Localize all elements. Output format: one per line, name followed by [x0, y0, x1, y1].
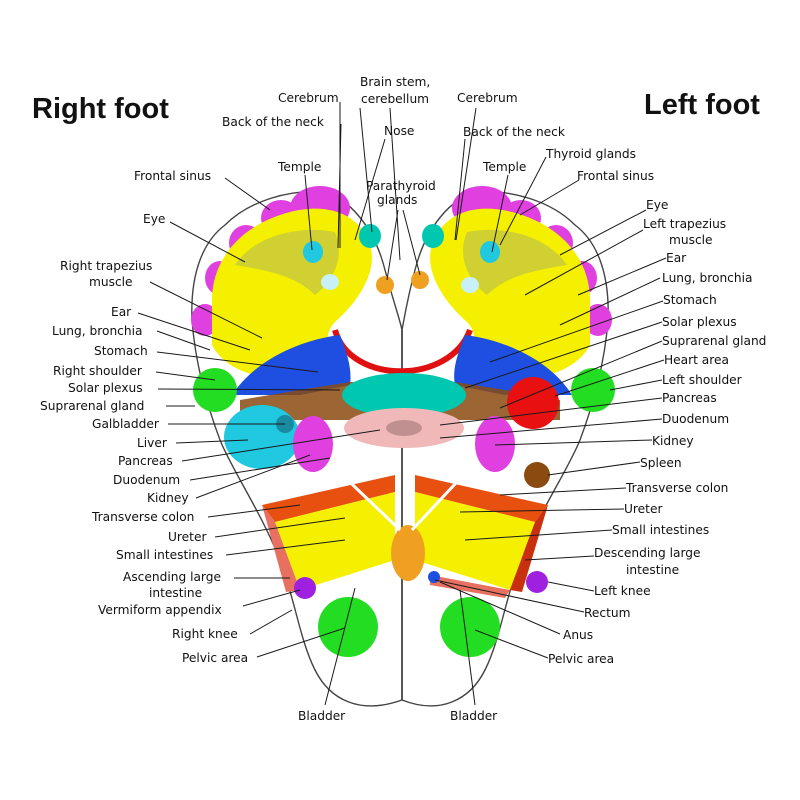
- label-cerebrum-left: Cerebrum: [457, 91, 518, 105]
- label-trapezius-left-2: muscle: [669, 233, 713, 247]
- right-shoulder-zone: [193, 368, 237, 412]
- temple-marks: [303, 224, 500, 294]
- label-pelvic-right: Pelvic area: [182, 651, 248, 665]
- leader-lines: [137, 102, 667, 706]
- left-knee-zone: [526, 571, 548, 593]
- label-back-neck-left: Back of the neck: [463, 125, 566, 139]
- label-left-shoulder: Left shoulder: [662, 373, 743, 387]
- label-left-knee: Left knee: [594, 584, 651, 598]
- label-small-intestines-right: Small intestines: [116, 548, 213, 562]
- label-trapezius-right-2: muscle: [89, 275, 133, 289]
- pancreas-center: [386, 420, 422, 436]
- label-temple-right: Temple: [277, 160, 321, 174]
- label-trapezius-left-1: Left trapezius: [643, 217, 726, 231]
- label-ureter-left: Ureter: [624, 502, 663, 516]
- label-vermiform: Vermiform appendix: [98, 603, 222, 617]
- label-lung-right: Lung, bronchia: [52, 324, 142, 338]
- label-right-knee: Right knee: [172, 627, 238, 641]
- labels: Cerebrum Brain stem, cerebellum Cerebrum…: [40, 75, 766, 723]
- label-brain-stem-2: cerebellum: [361, 92, 429, 106]
- label-descending-1: Descending large: [594, 546, 701, 560]
- label-anus: Anus: [563, 628, 593, 642]
- label-small-intestines-left: Small intestines: [612, 523, 709, 537]
- right-pelvic-zone: [318, 597, 378, 657]
- left-kidney-zone: [475, 416, 515, 472]
- label-brain-stem-1: Brain stem,: [360, 75, 430, 89]
- heart-zone: [507, 377, 559, 429]
- label-gallbladder: Galbladder: [92, 417, 160, 431]
- label-suprarenal-left: Suprarenal gland: [662, 334, 766, 348]
- left-pelvic-zone: [440, 597, 500, 657]
- left-small-intestines: [415, 492, 535, 590]
- label-transverse-colon-right: Transverse colon: [91, 510, 194, 524]
- left-transverse-colon: [415, 475, 548, 522]
- label-ascending-2: intestine: [149, 586, 202, 600]
- label-bladder-left: Bladder: [450, 709, 498, 723]
- liver-zone: [224, 405, 300, 469]
- label-frontal-sinus-left: Frontal sinus: [577, 169, 654, 183]
- label-nose: Nose: [384, 124, 414, 138]
- right-knee-zone: [294, 577, 316, 599]
- label-solar-plexus-right: Solar plexus: [68, 381, 143, 395]
- label-trapezius-right-1: Right trapezius: [60, 259, 152, 273]
- label-parathyroid-1: Parathyroid: [366, 179, 436, 193]
- right-foot-title: Right foot: [32, 93, 169, 125]
- label-bladder-right: Bladder: [298, 709, 346, 723]
- label-heart: Heart area: [664, 353, 729, 367]
- anus-zone: [428, 571, 440, 583]
- label-pelvic-left: Pelvic area: [548, 652, 614, 666]
- spleen-zone: [524, 462, 550, 488]
- label-kidney-right: Kidney: [147, 491, 189, 505]
- label-ureter-right: Ureter: [168, 530, 207, 544]
- label-ear-left: Ear: [666, 251, 687, 265]
- label-ear-right: Ear: [111, 305, 132, 319]
- right-blue-band: [232, 335, 351, 395]
- label-transverse-colon-left: Transverse colon: [625, 481, 728, 495]
- label-cerebrum-right: Cerebrum: [278, 91, 339, 105]
- label-temple-left: Temple: [482, 160, 526, 174]
- label-pancreas-right: Pancreas: [118, 454, 173, 468]
- descending-colon: [510, 505, 548, 592]
- solar-plexus-zone: [342, 373, 466, 417]
- label-ascending-1: Ascending large: [123, 570, 221, 584]
- right-transverse-colon: [262, 475, 395, 522]
- label-eye-right: Eye: [143, 212, 165, 226]
- label-parathyroid-2: glands: [377, 193, 417, 207]
- label-stomach-left: Stomach: [663, 293, 717, 307]
- label-spleen: Spleen: [640, 456, 682, 470]
- label-thyroid: Thyroid glands: [545, 147, 636, 161]
- label-suprarenal-right: Suprarenal gland: [40, 399, 144, 413]
- label-right-shoulder: Right shoulder: [53, 364, 143, 378]
- label-descending-2: intestine: [626, 563, 679, 577]
- label-kidney-left: Kidney: [652, 434, 694, 448]
- label-eye-left: Eye: [646, 198, 668, 212]
- label-rectum: Rectum: [584, 606, 631, 620]
- label-frontal-sinus-right: Frontal sinus: [134, 169, 211, 183]
- bladder-center-zone: [391, 525, 425, 581]
- left-foot-title: Left foot: [644, 89, 760, 121]
- left-shoulder-zone: [571, 368, 615, 412]
- right-kidney-zone: [293, 416, 333, 472]
- label-stomach-right: Stomach: [94, 344, 148, 358]
- label-pancreas-left: Pancreas: [662, 391, 717, 405]
- label-solar-plexus-left: Solar plexus: [662, 315, 737, 329]
- label-duodenum-left: Duodenum: [662, 412, 729, 426]
- label-lung-left: Lung, bronchia: [662, 271, 752, 285]
- label-back-neck-right: Back of the neck: [222, 115, 325, 129]
- label-liver: Liver: [137, 436, 168, 450]
- label-duodenum-right: Duodenum: [113, 473, 180, 487]
